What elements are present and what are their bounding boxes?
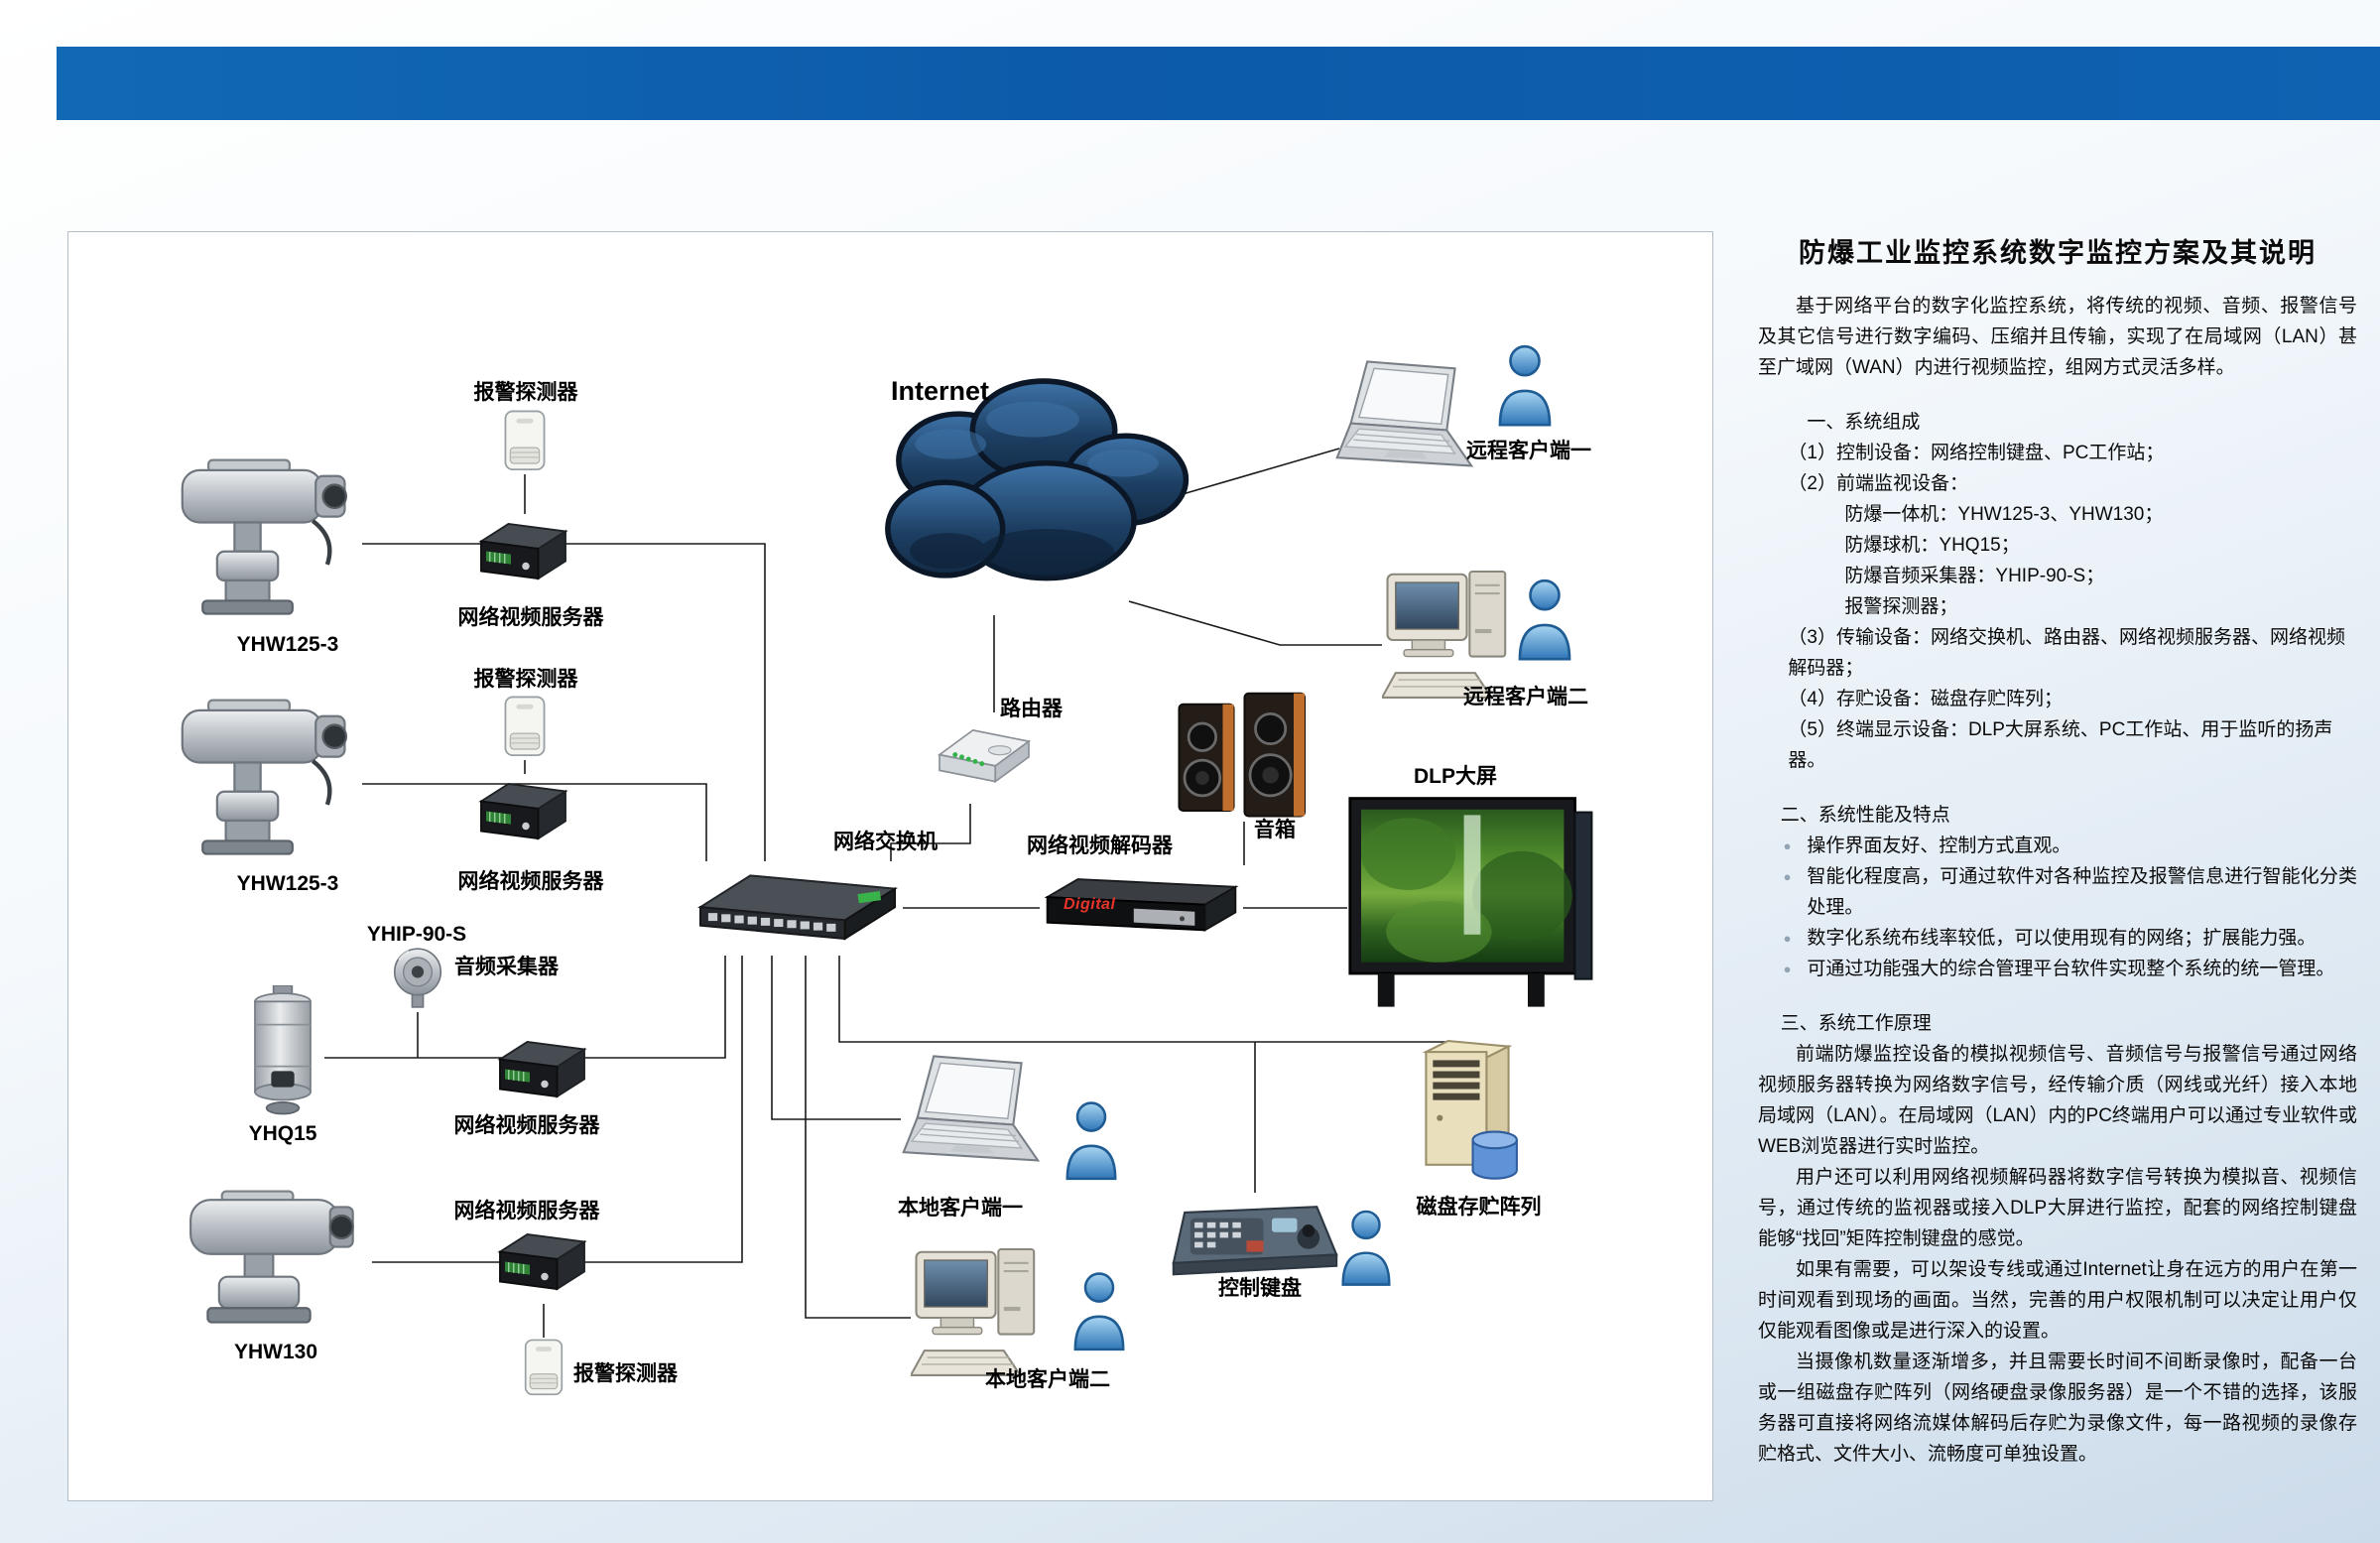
yhw130-camera-icon	[179, 1183, 372, 1347]
person-icon	[1496, 343, 1554, 431]
dome-label: YHQ15	[248, 1122, 317, 1145]
section1-heading: 一、系统组成	[1807, 412, 1921, 433]
audio-model-label: YHIP-90-S	[366, 923, 467, 946]
laptop-icon	[901, 1050, 1052, 1189]
principle-paragraph: 当摄像机数量逐渐增多，并且需要长时间不间断录像时，配备一台或一组磁盘存贮阵列（网…	[1758, 1351, 2357, 1465]
intro-paragraph: 基于网络平台的数字化监控系统，将传统的视频、音频、报警信号及其它信号进行数字编码…	[1758, 296, 2357, 378]
ptz-camera-icon	[174, 685, 362, 878]
control-keyboard-icon	[1171, 1193, 1339, 1280]
principle-paragraph: 如果有需要，可以架设专线或通过Internet让身在远方的用户在第一时间观看到现…	[1758, 1259, 2357, 1342]
section3-heading: 三、系统工作原理	[1780, 1013, 1932, 1034]
composition-subitem: 防爆一体机：YHW125-3、YHW130；	[1844, 504, 2164, 525]
decoder-brand-text: Digital	[1064, 896, 1116, 913]
network-switch-icon	[692, 861, 903, 956]
local-client2-label: 本地客户端二	[985, 1368, 1110, 1391]
remote-client2-label: 远程客户端二	[1463, 686, 1588, 708]
alarm2-label: 报警探测器	[473, 668, 578, 691]
feature-list: 操作界面友好、控制方式直观。 智能化程度高，可通过软件对各种监控及报警信息进行智…	[1758, 831, 2357, 984]
storage-label: 磁盘存贮阵列	[1416, 1196, 1542, 1219]
router-label: 路由器	[1000, 698, 1063, 720]
server3-label: 网络视频服务器	[453, 1114, 600, 1137]
server4-label: 网络视频服务器	[453, 1200, 600, 1222]
alarm-detector-icon	[520, 1338, 567, 1399]
server1-label: 网络视频服务器	[457, 606, 604, 629]
article-title: 防爆工业监控系统数字监控方案及其说明	[1799, 238, 2317, 268]
video-server-icon	[471, 514, 570, 593]
internet-label: Internet	[891, 376, 990, 406]
feature-item: 数字化系统布线率较低，可以使用现有的网络；扩展能力强。	[1784, 923, 2357, 954]
top-banner-bar	[57, 47, 2380, 120]
composition-item: （3）传输设备：网络交换机、路由器、网络视频服务器、网络视频解码器；	[1788, 627, 2345, 679]
alarm1-label: 报警探测器	[473, 381, 578, 404]
video-server-icon	[490, 1032, 589, 1111]
person-icon	[1516, 578, 1573, 665]
video-server-icon	[471, 774, 570, 853]
composition-item: （2）前端监视设备：	[1788, 473, 1968, 494]
server2-label: 网络视频服务器	[457, 870, 604, 893]
laptop-icon	[1334, 355, 1485, 494]
camera2-label: YHW125-3	[236, 872, 339, 895]
principle-paragraph: 前端防爆监控设备的模拟视频信号、音频信号与报警信号通过网络视频服务器转换为网络数…	[1758, 1044, 2357, 1157]
composition-item: （1）控制设备：网络控制键盘、PC工作站；	[1788, 443, 2165, 463]
composition-subitem: 防爆球机：YHQ15；	[1844, 535, 2020, 556]
dlp-label: DLP大屏	[1414, 765, 1497, 788]
article-column: 防爆工业监控系统数字监控方案及其说明 基于网络平台的数字化监控系统，将传统的视频…	[1758, 238, 2357, 1470]
video-server-icon	[490, 1224, 589, 1304]
keyboard-label: 控制键盘	[1218, 1277, 1302, 1300]
speakers-icon	[1173, 691, 1316, 822]
camera1-label: YHW125-3	[236, 633, 339, 656]
composition-subitem: 防爆音频采集器：YHIP-90-S；	[1844, 566, 2105, 586]
decoder-label: 网络视频解码器	[1027, 835, 1173, 857]
alarm3-label: 报警探测器	[573, 1362, 678, 1385]
composition-item: （4）存贮设备：磁盘存贮阵列；	[1788, 689, 2063, 709]
person-icon	[1064, 1099, 1119, 1185]
feature-item: 可通过功能强大的综合管理平台软件实现整个系统的统一管理。	[1784, 954, 2357, 984]
person-icon	[1071, 1270, 1127, 1355]
router-icon	[931, 712, 1038, 804]
alarm-detector-icon	[499, 695, 551, 760]
audio-collector-icon	[387, 943, 448, 1012]
composition-subitem: 报警探测器；	[1844, 596, 1958, 617]
ptz-camera-icon	[174, 445, 362, 638]
alarm-detector-icon	[499, 409, 551, 474]
dlp-screen-icon	[1347, 792, 1597, 1016]
remote-client1-label: 远程客户端一	[1466, 440, 1591, 462]
local-client1-label: 本地客户端一	[898, 1197, 1023, 1220]
section2-heading: 二、系统性能及特点	[1780, 805, 1950, 826]
person-icon	[1339, 1209, 1393, 1290]
switch-label: 网络交换机	[833, 831, 938, 853]
connection-line-group	[324, 448, 1453, 1338]
composition-item: （5）终端显示设备：DLP大屏系统、PC工作站、用于监听的扬声器。	[1788, 719, 2333, 771]
disk-array-icon	[1407, 1037, 1528, 1191]
feature-item: 智能化程度高，可通过软件对各种监控及报警信息进行智能化分类处理。	[1784, 861, 2357, 923]
feature-item: 操作界面友好、控制方式直观。	[1784, 831, 2357, 861]
camera3-label: YHW130	[233, 1341, 318, 1363]
speakers-label: 音箱	[1254, 819, 1296, 841]
principle-paragraph: 用户还可以利用网络视频解码器将数字信号转换为模拟音、视频信号，通过传统的监视器或…	[1758, 1167, 2357, 1249]
audio-label: 音频采集器	[454, 956, 559, 978]
dome-camera-icon	[241, 985, 324, 1124]
